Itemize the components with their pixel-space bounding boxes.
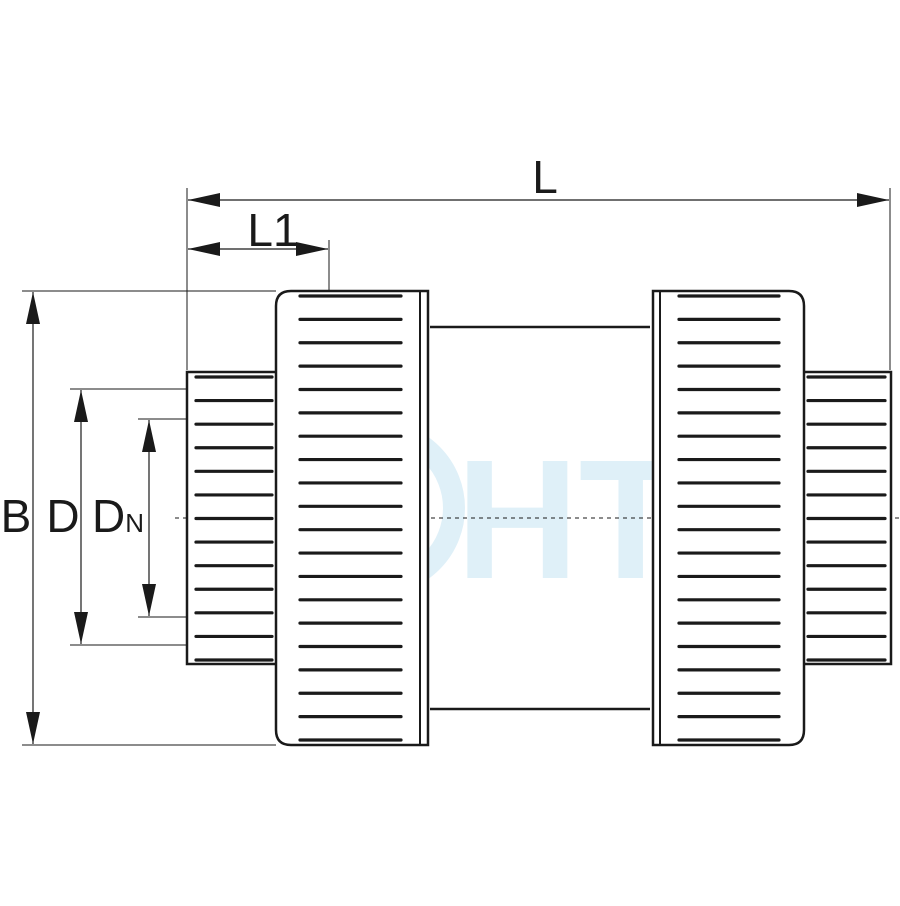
label-DN: DN [92,490,144,542]
extension-lines [22,188,891,746]
arrow-L1-right [296,242,328,256]
left-union-nut [274,289,430,747]
label-DN-sub: N [125,508,144,538]
dimension-arrows [26,193,889,744]
dimension-labels: L L1 B D DN [1,151,558,542]
arrow-D-bottom [74,612,88,644]
arrow-B-bottom [26,712,40,744]
label-DN-main: D [92,490,125,542]
arrow-B-top [26,292,40,324]
arrow-D-top [74,390,88,422]
label-B: B [1,490,32,542]
arrow-DN-bottom [142,584,156,616]
label-D: D [46,490,79,542]
arrow-L-right [857,193,889,207]
arrow-L-left [188,193,220,207]
dimension-lines [32,199,889,744]
fitting-body [185,289,893,747]
label-L1: L1 [247,204,298,256]
right-union-nut [651,289,806,747]
arrow-L1-left [188,242,220,256]
arrow-DN-top [142,420,156,452]
label-L: L [532,151,558,203]
